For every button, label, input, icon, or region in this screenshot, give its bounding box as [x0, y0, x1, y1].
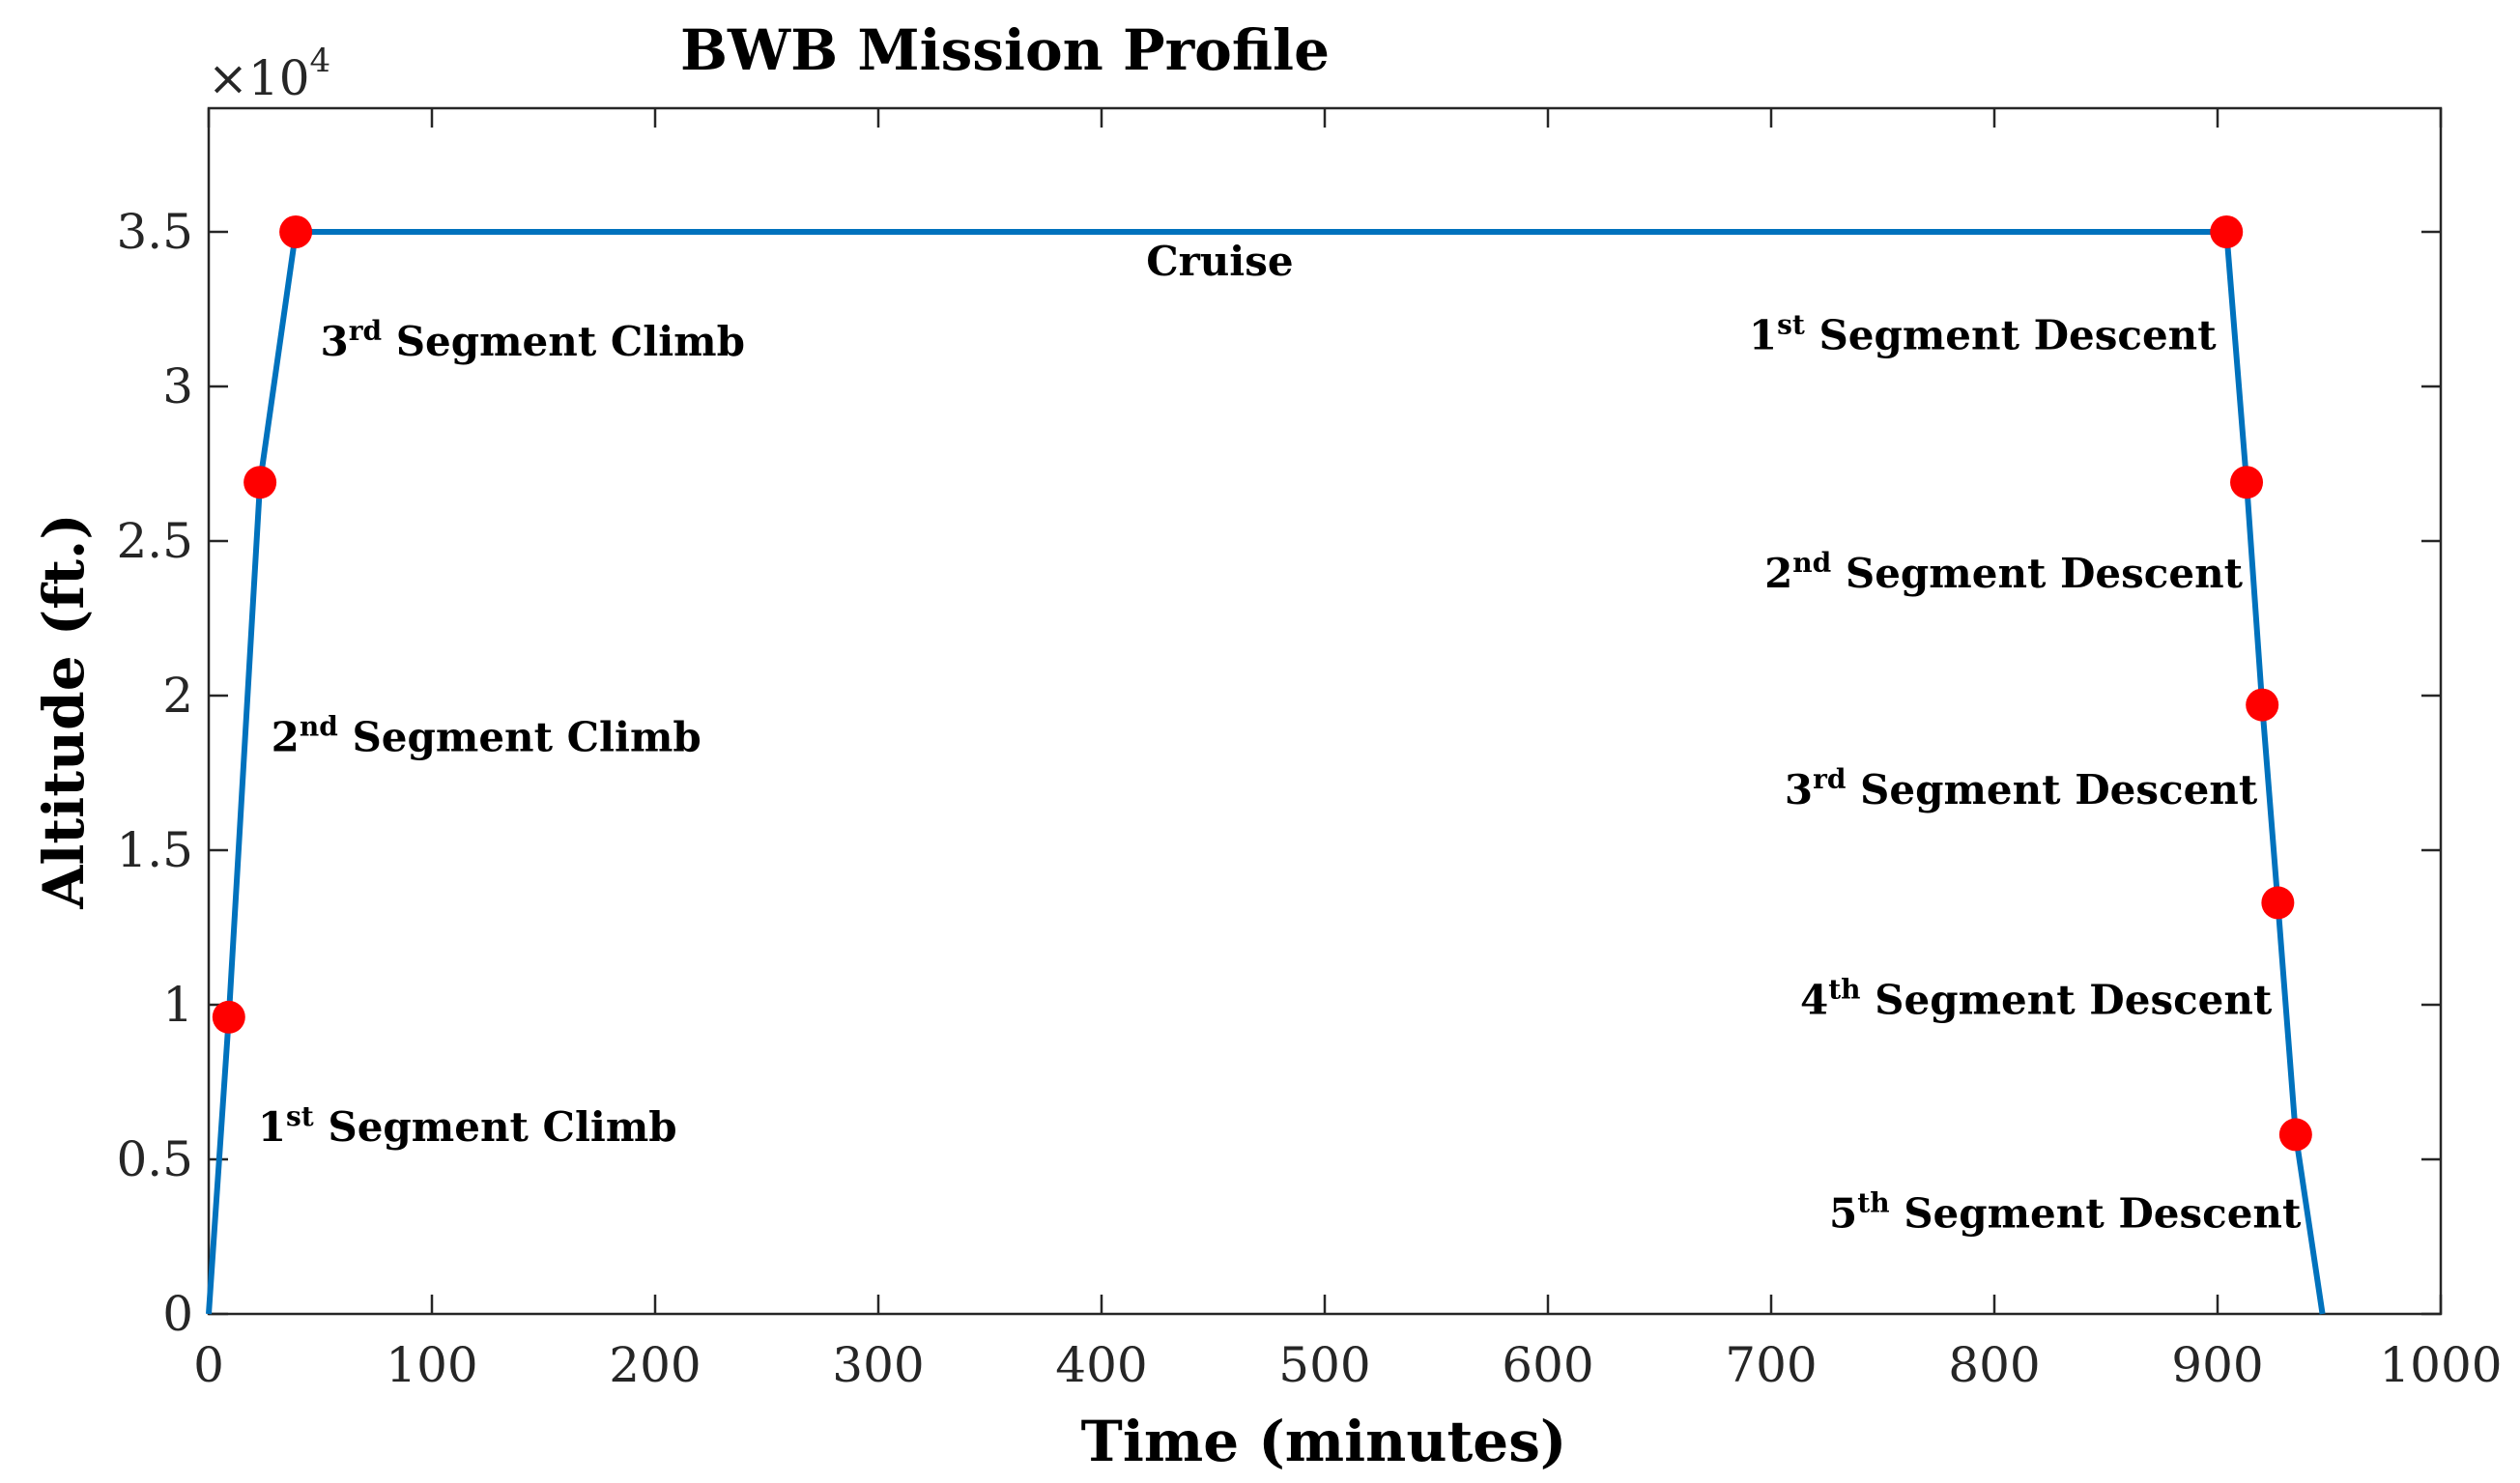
- x-axis-ticks: 0 100 200 300 400 500 600 700 800 900 1000: [193, 108, 2503, 1393]
- segment-annotation: 2nd Segment Climb: [272, 711, 702, 761]
- segment-annotation: 1st Segment Climb: [258, 1100, 677, 1151]
- segment-marker: [279, 215, 313, 248]
- annotation-text: Segment Descent: [1831, 550, 2243, 597]
- annotation-ordinal: 4: [1800, 977, 1828, 1024]
- segment-annotation: 3rd Segment Climb: [321, 315, 746, 365]
- y-tick-label: 3: [162, 358, 193, 414]
- annotation-text: Segment Descent: [1805, 312, 2217, 359]
- segment-marker: [2210, 215, 2244, 248]
- y-tick-label: 2.5: [116, 513, 193, 569]
- y-tick-label: 0.5: [116, 1131, 193, 1187]
- segment-annotation: 1st Segment Descent: [1749, 309, 2217, 359]
- plot-area: [207, 106, 2443, 1316]
- annotation-superscript: nd: [300, 711, 338, 743]
- x-tick-label: 1000: [2379, 1337, 2502, 1393]
- segment-marker: [2261, 886, 2295, 920]
- annotation-text: Segment Descent: [1861, 977, 2273, 1024]
- annotation-ordinal: 2: [272, 714, 300, 761]
- y-tick-label: 1: [162, 977, 193, 1033]
- altitude-line: [206, 229, 2326, 1315]
- annotation-superscript: th: [1828, 974, 1860, 1006]
- x-tick-label: 0: [193, 1337, 224, 1393]
- x-tick-label: 400: [1055, 1337, 1147, 1393]
- annotation-text: Segment Descent: [1846, 766, 2257, 813]
- annotation-superscript: nd: [1792, 547, 1831, 579]
- annotation-superscript: th: [1857, 1186, 1889, 1218]
- annotation-superscript: st: [1777, 309, 1805, 341]
- segment-annotation: 3rd Segment Descent: [1785, 763, 2258, 813]
- y-tick-label: 3.5: [116, 204, 193, 260]
- y-tick-label: 0: [162, 1286, 193, 1342]
- altitude-series: [206, 215, 2326, 1315]
- annotation-text: Segment Climb: [338, 714, 702, 761]
- x-tick-label: 900: [2171, 1337, 2263, 1393]
- annotation-ordinal: 1: [1749, 312, 1777, 359]
- segment-marker: [2230, 466, 2264, 499]
- annotation-text: Segment Climb: [382, 318, 745, 365]
- y-exponent-power: 4: [310, 42, 331, 80]
- annotation-text: Segment Descent: [1890, 1189, 2302, 1237]
- segment-marker: [212, 1000, 245, 1034]
- annotation-superscript: rd: [1813, 763, 1846, 795]
- segment-marker: [243, 466, 277, 499]
- x-tick-label: 700: [1725, 1337, 1817, 1393]
- x-axis-label: Time (minutes): [1081, 1409, 1567, 1474]
- y-exponent-label: ×104: [208, 42, 330, 106]
- segment-annotation: Cruise: [1146, 238, 1293, 285]
- y-axis-ticks: 0 0.5 1 1.5 2 2.5 3 3.5: [116, 204, 2441, 1342]
- segment-annotation: 2nd Segment Descent: [1764, 547, 2244, 597]
- y-tick-label: 2: [162, 668, 193, 724]
- x-tick-label: 600: [1502, 1337, 1593, 1393]
- x-tick-label: 500: [1278, 1337, 1370, 1393]
- x-tick-label: 300: [832, 1337, 924, 1393]
- annotation-ordinal: 3: [321, 318, 349, 365]
- x-tick-label: 200: [609, 1337, 701, 1393]
- x-tick-label: 800: [1948, 1337, 2040, 1393]
- segment-marker: [2246, 688, 2279, 722]
- annotation-ordinal: 1: [258, 1103, 286, 1151]
- y-tick-label: 1.5: [116, 822, 193, 878]
- annotation-text: Segment Climb: [314, 1103, 677, 1151]
- segment-marker: [2278, 1118, 2312, 1152]
- segment-annotation: 5th Segment Descent: [1829, 1186, 2302, 1237]
- annotation-superscript: st: [286, 1100, 314, 1132]
- annotation-ordinal: 3: [1785, 766, 1813, 813]
- annotation-ordinal: 2: [1764, 550, 1792, 597]
- y-exponent-base: ×10: [208, 50, 310, 106]
- chart-title: BWB Mission Profile: [680, 17, 1330, 83]
- annotation-superscript: rd: [349, 315, 382, 347]
- x-tick-label: 100: [386, 1337, 477, 1393]
- svg-text:×104: ×104: [208, 42, 330, 106]
- segment-annotation: 4th Segment Descent: [1800, 974, 2273, 1024]
- annotation-ordinal: 5: [1829, 1189, 1857, 1237]
- y-axis-label: Altitude (ft.): [31, 513, 97, 909]
